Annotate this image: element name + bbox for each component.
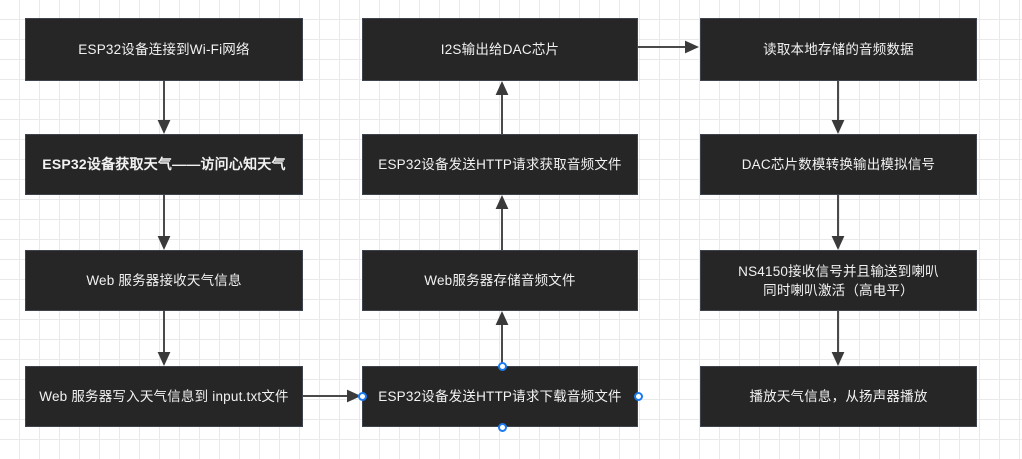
connection-handle-h-left[interactable] <box>357 391 367 401</box>
flow-node-n9[interactable]: 读取本地存储的音频数据 <box>700 18 977 81</box>
flow-node-label: Web 服务器写入天气信息到 input.txt文件 <box>39 389 289 404</box>
connection-handle-h-right[interactable] <box>633 391 643 401</box>
flow-node-n8[interactable]: ESP32设备发送HTTP请求下载音频文件 <box>362 366 638 427</box>
flow-node-label: 播放天气信息，从扬声器播放 <box>749 389 928 404</box>
flow-node-n10[interactable]: DAC芯片数模转换输出模拟信号 <box>700 134 977 195</box>
flow-node-label: ESP32设备发送HTTP请求获取音频文件 <box>378 157 622 172</box>
flow-node-label: Web服务器存储音频文件 <box>424 273 576 288</box>
flow-node-n12[interactable]: 播放天气信息，从扬声器播放 <box>700 366 977 427</box>
flow-node-n2[interactable]: ESP32设备获取天气——访问心知天气 <box>25 134 303 195</box>
flow-node-n5[interactable]: I2S输出给DAC芯片 <box>362 18 638 81</box>
flow-node-label: 读取本地存储的音频数据 <box>763 42 914 57</box>
flow-node-label: DAC芯片数模转换输出模拟信号 <box>741 157 936 172</box>
flow-node-label: ESP32设备发送HTTP请求下载音频文件 <box>378 389 622 404</box>
flow-node-n3[interactable]: Web 服务器接收天气信息 <box>25 250 303 311</box>
connection-handle-h-top[interactable] <box>497 361 507 371</box>
flow-node-label: I2S输出给DAC芯片 <box>440 42 560 57</box>
flow-node-label: Web 服务器接收天气信息 <box>86 273 242 288</box>
connection-handle-h-bottom[interactable] <box>497 422 507 432</box>
flow-node-n11[interactable]: NS4150接收信号并且输送到喇叭 同时喇叭激活（高电平） <box>700 250 977 311</box>
flow-node-n1[interactable]: ESP32设备连接到Wi-Fi网络 <box>25 18 303 81</box>
flow-node-n7[interactable]: Web服务器存储音频文件 <box>362 250 638 311</box>
flow-node-n4[interactable]: Web 服务器写入天气信息到 input.txt文件 <box>25 366 303 427</box>
flow-node-label: NS4150接收信号并且输送到喇叭 同时喇叭激活（高电平） <box>738 263 939 298</box>
flow-node-n6[interactable]: ESP32设备发送HTTP请求获取音频文件 <box>362 134 638 195</box>
flow-node-label: ESP32设备连接到Wi-Fi网络 <box>78 42 250 57</box>
flow-node-label: ESP32设备获取天气——访问心知天气 <box>42 156 286 172</box>
